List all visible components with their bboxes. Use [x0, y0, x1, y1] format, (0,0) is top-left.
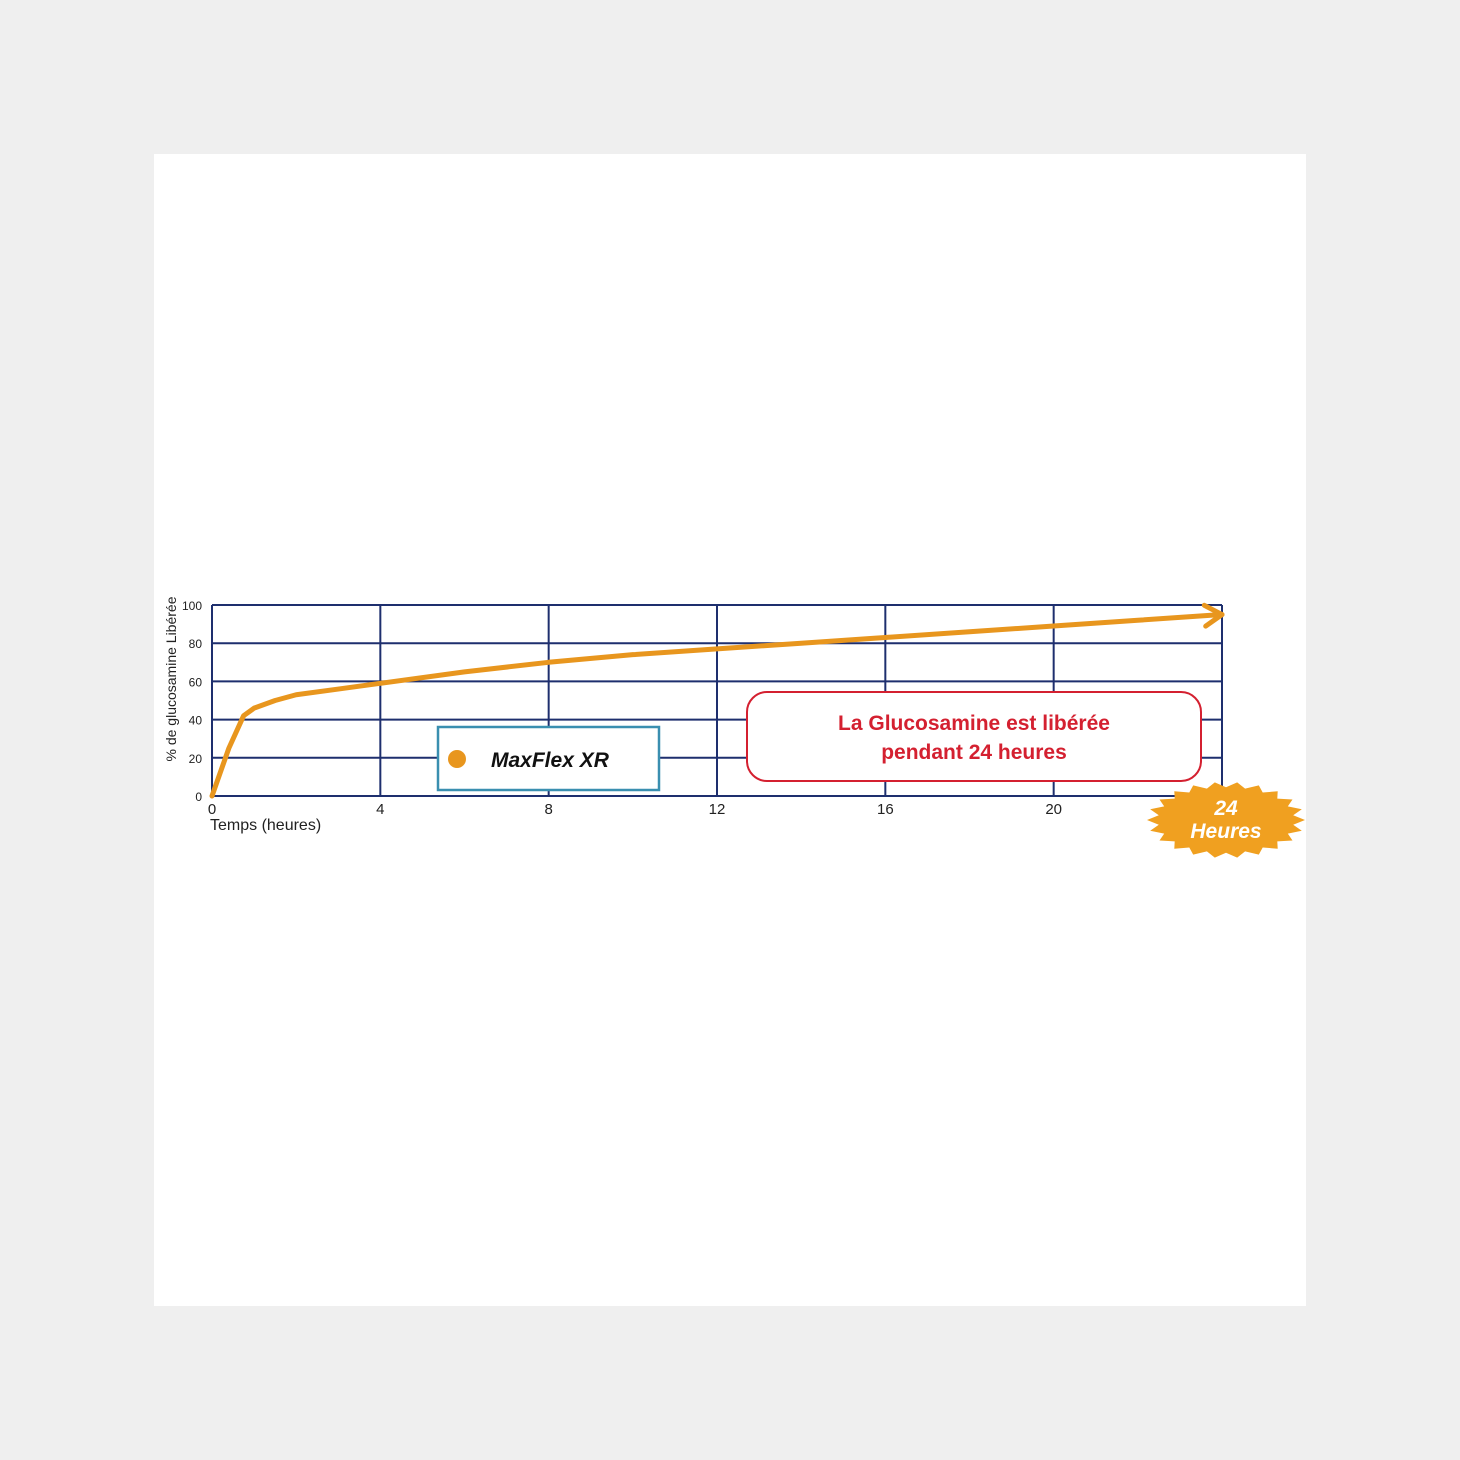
x-tick-label: 16 [877, 801, 894, 818]
x-tick-label: 4 [376, 801, 384, 818]
y-tick-label: 80 [189, 637, 203, 651]
legend-box [436, 725, 661, 792]
x-tick-label: 12 [709, 801, 726, 818]
y-axis-label: % de glucosamine Libérée [163, 596, 179, 761]
duration-badge: 24 Heures [1147, 782, 1305, 858]
x-tick-label: 0 [208, 801, 216, 818]
badge-line-2: Heures [1190, 820, 1261, 843]
series-line [209, 612, 1225, 799]
chart-panel: 0 20 40 60 80 100 0 4 8 12 16 20 % de glucosamine … [154, 154, 1306, 1306]
annotation-line-2: pendant 24 heures [881, 741, 1067, 764]
y-tick-label: 20 [189, 752, 203, 766]
annotation-line-1: La Glucosamine est libérée [838, 712, 1110, 735]
legend-marker [448, 750, 466, 768]
annotation-box [746, 691, 1202, 782]
y-tick-label: 100 [182, 599, 202, 613]
legend-label: MaxFlex XR [491, 749, 610, 772]
legend: MaxFlex XR [436, 725, 661, 792]
y-tick-label: 60 [189, 675, 203, 689]
y-tick-label: 40 [189, 714, 203, 728]
annotation-callout: La Glucosamine est libérée pendant 24 he… [746, 691, 1202, 782]
badge-line-1: 24 [1213, 797, 1238, 820]
y-tick-labels: 0 20 40 60 80 100 [182, 599, 202, 804]
badge-starburst-icon [1147, 782, 1305, 858]
chart-svg: 0 20 40 60 80 100 0 4 8 12 16 20 % de glucosamine … [163, 596, 1305, 858]
y-tick-label: 0 [195, 790, 202, 804]
x-tick-labels: 0 4 8 12 16 20 [208, 801, 1062, 818]
series-arrowhead [1201, 602, 1225, 629]
series-layer [209, 602, 1225, 799]
x-tick-label: 20 [1045, 801, 1062, 818]
x-axis-label: Temps (heures) [210, 817, 321, 834]
x-tick-label: 8 [544, 801, 552, 818]
